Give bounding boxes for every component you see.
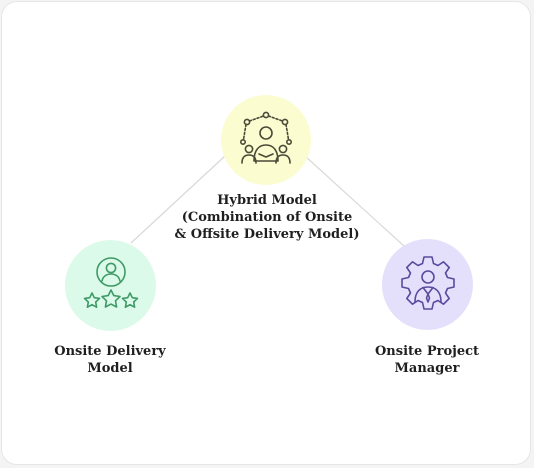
onsite-delivery-label-line-2: Model: [87, 361, 133, 376]
team-network-icon: [240, 111, 292, 164]
manager-gear-icon: [400, 255, 455, 310]
person-rating-stars-icon: [83, 256, 138, 308]
onsite-delivery-model-label: Onsite Delivery Model: [40, 343, 180, 377]
onsite-pm-label-line-1: Onsite Project: [374, 344, 480, 359]
onsite-project-manager-label: Onsite Project Manager: [357, 343, 497, 377]
onsite-pm-label-line-2: Manager: [394, 361, 460, 376]
hybrid-model-node: [221, 95, 311, 185]
hybrid-model-label: Hybrid Model (Combination of Onsite & Of…: [167, 192, 367, 243]
hybrid-label-line-2: (Combination of Onsite: [181, 210, 353, 225]
connector-hybrid-to-onsite-delivery: [130, 155, 226, 244]
connector-hybrid-to-onsite-pm: [304, 155, 405, 247]
hybrid-label-line-3: & Offsite Delivery Model): [174, 227, 360, 242]
hybrid-label-line-1: Hybrid Model: [217, 193, 317, 208]
onsite-delivery-model-node: [65, 240, 156, 331]
onsite-delivery-label-line-1: Onsite Delivery: [54, 344, 166, 359]
onsite-project-manager-node: [382, 239, 473, 330]
